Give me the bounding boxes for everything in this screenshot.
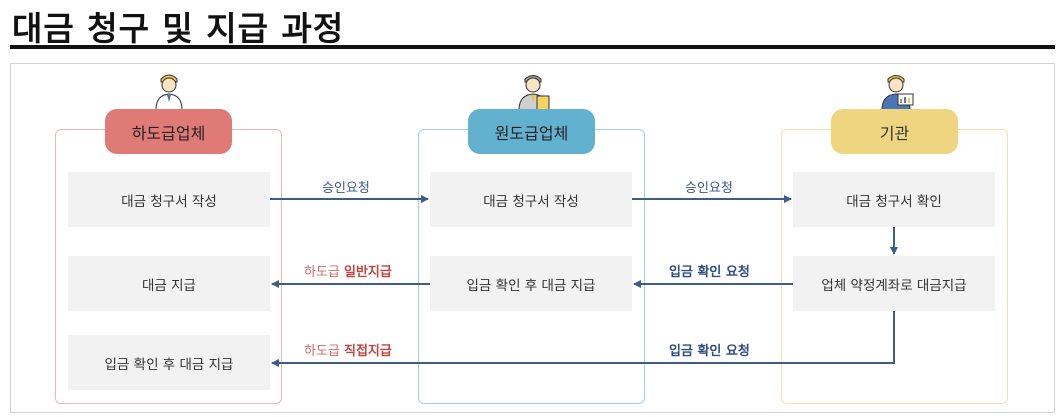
prime-invoice-box: 대금 청구서 작성 bbox=[430, 172, 632, 227]
agency-person-icon bbox=[881, 75, 914, 110]
sub-confirm-payment-box: 입금 확인 후 대금 지급 bbox=[68, 335, 270, 390]
prime-contractor-person-icon bbox=[518, 75, 550, 110]
sub-direct-prefix: 하도급 bbox=[304, 344, 345, 359]
sub-direct-payment-label: 하도급 직접지급 bbox=[304, 340, 392, 359]
agency-payment-box: 업체 약정계좌로 대금지급 bbox=[793, 256, 995, 311]
subcontractor-header: 하도급업체 bbox=[105, 109, 232, 154]
sub-direct-bold: 직접지급 bbox=[344, 344, 392, 359]
agency-header: 기관 bbox=[831, 109, 958, 154]
page-title: 대금 청구 및 지급 과정 bbox=[12, 9, 345, 48]
arrow-agency-to-sub-direct bbox=[271, 311, 895, 367]
approval-request-label-2: 승인요청 bbox=[685, 181, 733, 196]
deposit-check-label-2: 입금 확인 요청 bbox=[669, 344, 750, 359]
sub-general-payment-label: 하도급 일반지급 bbox=[304, 261, 392, 280]
subcontractor-person-icon bbox=[155, 74, 183, 110]
sub-payment-box: 대금 지급 bbox=[68, 256, 270, 311]
sub-general-prefix: 하도급 bbox=[304, 265, 345, 280]
title-underline bbox=[10, 45, 1055, 49]
prime-confirm-payment-box: 입금 확인 후 대금 지급 bbox=[430, 256, 632, 311]
sub-invoice-box: 대금 청구서 작성 bbox=[68, 172, 270, 227]
deposit-check-label-1: 입금 확인 요청 bbox=[669, 265, 750, 280]
prime-contractor-header: 원도급업체 bbox=[468, 109, 595, 154]
sub-general-bold: 일반지급 bbox=[344, 265, 392, 280]
agency-review-box: 대금 청구서 확인 bbox=[793, 172, 995, 227]
approval-request-label-1: 승인요청 bbox=[322, 181, 370, 196]
